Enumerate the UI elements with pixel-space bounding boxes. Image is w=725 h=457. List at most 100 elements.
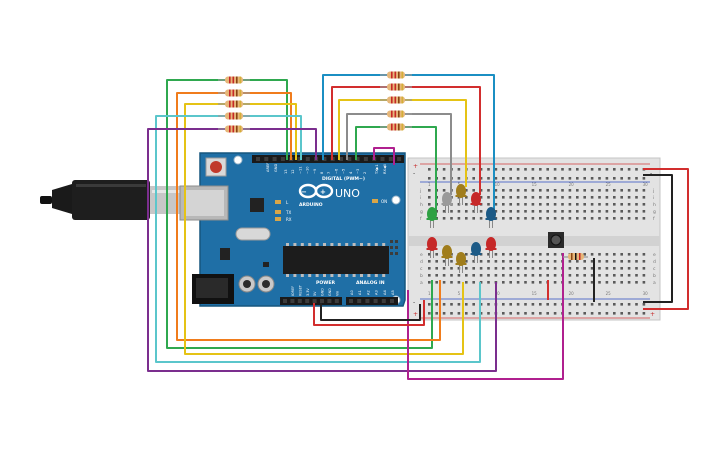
breadboard-hole	[620, 168, 623, 171]
breadboard-hole	[502, 281, 505, 284]
resistor-band	[229, 89, 231, 97]
wire-purple[interactable]	[147, 128, 497, 372]
resistor-band	[398, 110, 400, 118]
breadboard-hole	[502, 260, 505, 263]
breadboard-hole	[524, 196, 527, 199]
breadboard-hole	[635, 189, 638, 192]
breadboard-hole	[509, 168, 512, 171]
wire-rail-plus-bridge[interactable]	[643, 168, 689, 310]
row-letter: f	[420, 216, 422, 222]
column-number: 25	[606, 182, 612, 187]
breadboard-hole	[442, 168, 446, 171]
breadboard-hole	[561, 189, 564, 192]
push-button-cap[interactable]	[550, 234, 562, 246]
breadboard-hole	[465, 260, 468, 263]
power-pin-label: IOREF	[291, 286, 295, 296]
usb-plug-body	[72, 180, 150, 220]
breadboard-hole	[583, 267, 586, 270]
mounting-hole	[233, 155, 243, 165]
breadboard-hole	[442, 210, 446, 213]
breadboard-hole	[598, 281, 601, 284]
led	[442, 245, 452, 259]
breadboard-hole	[553, 267, 557, 270]
wire-gnd[interactable]	[320, 303, 421, 321]
wire-rail-minus-bridge[interactable]	[643, 174, 673, 303]
breadboard-hole	[516, 281, 520, 284]
breadboard-hole	[635, 177, 638, 180]
breadboard-hole	[627, 303, 631, 306]
board-model: UNO	[335, 187, 360, 200]
row-letter: e	[653, 253, 656, 258]
digital-pin-label: ~5	[342, 169, 346, 174]
resistor-band	[232, 89, 235, 97]
breadboard-hole	[442, 303, 446, 306]
led	[486, 207, 496, 221]
breadboard-hole	[576, 217, 579, 220]
breadboard-hole	[435, 312, 438, 315]
breadboard-hole	[590, 177, 594, 180]
breadboard-hole	[516, 253, 520, 256]
breadboard-hole	[568, 196, 572, 199]
breadboard-hole	[553, 260, 557, 263]
row-letter: h	[420, 202, 423, 208]
breadboard-hole	[539, 253, 542, 256]
breadboard-hole	[568, 210, 572, 213]
breadboard-hole	[472, 168, 475, 171]
breadboard-hole	[613, 217, 616, 220]
breadboard-hole	[598, 210, 601, 213]
wire-magenta-button[interactable]	[407, 253, 564, 380]
breadboard-hole	[605, 168, 609, 171]
chip-leg	[323, 243, 326, 246]
resistor-band	[229, 112, 231, 120]
breadboard-hole	[531, 281, 535, 284]
breadboard-hole	[620, 177, 623, 180]
breadboard-hole	[576, 210, 579, 213]
breadboard-hole	[516, 267, 520, 270]
header-hole	[339, 157, 343, 161]
breadboard-hole	[627, 274, 631, 277]
analog-label: ANALOG IN	[356, 280, 385, 286]
wire-yellow-left[interactable]	[184, 103, 464, 355]
push-button[interactable]	[548, 232, 564, 248]
chip-leg	[352, 243, 356, 246]
breadboard-hole	[487, 177, 490, 180]
breadboard-hole	[605, 203, 609, 206]
row-letter: a	[653, 281, 656, 286]
breadboard-hole	[576, 312, 579, 315]
breadboard-hole	[627, 217, 631, 220]
breadboard-hole	[472, 274, 475, 277]
breadboard-hole	[509, 312, 512, 315]
column-number: 1	[428, 291, 431, 296]
resistor-band	[401, 71, 404, 79]
power-pin-label: GND	[328, 288, 332, 296]
breadboard-hole	[509, 253, 512, 256]
breadboard-hole	[583, 253, 586, 256]
breadboard-hole	[472, 210, 475, 213]
breadboard-hole	[428, 281, 431, 284]
breadboard-hole	[516, 312, 520, 315]
header-hole	[280, 157, 285, 161]
breadboard-hole	[531, 274, 535, 277]
header-hole	[349, 299, 353, 303]
breadboard-hole	[531, 168, 535, 171]
wire-5v[interactable]	[313, 300, 425, 326]
usb-cable[interactable]	[40, 180, 186, 220]
breadboard-hole	[442, 217, 446, 220]
chip-leg	[374, 274, 378, 277]
breadboard-hole	[561, 177, 564, 180]
voltage-regulator	[220, 248, 230, 260]
wire-magenta-pin2[interactable]	[373, 147, 395, 165]
wire-cyan[interactable]	[155, 115, 481, 363]
breadboard-hole	[553, 210, 557, 213]
breadboard-hole	[576, 303, 579, 306]
breadboard-hole	[598, 312, 601, 315]
reset-button[interactable]	[210, 161, 222, 173]
chip-leg	[374, 243, 378, 246]
breadboard-hole	[450, 267, 453, 270]
breadboard-hole	[509, 267, 512, 270]
breadboard-hole	[561, 168, 564, 171]
resistor-band	[401, 123, 404, 131]
